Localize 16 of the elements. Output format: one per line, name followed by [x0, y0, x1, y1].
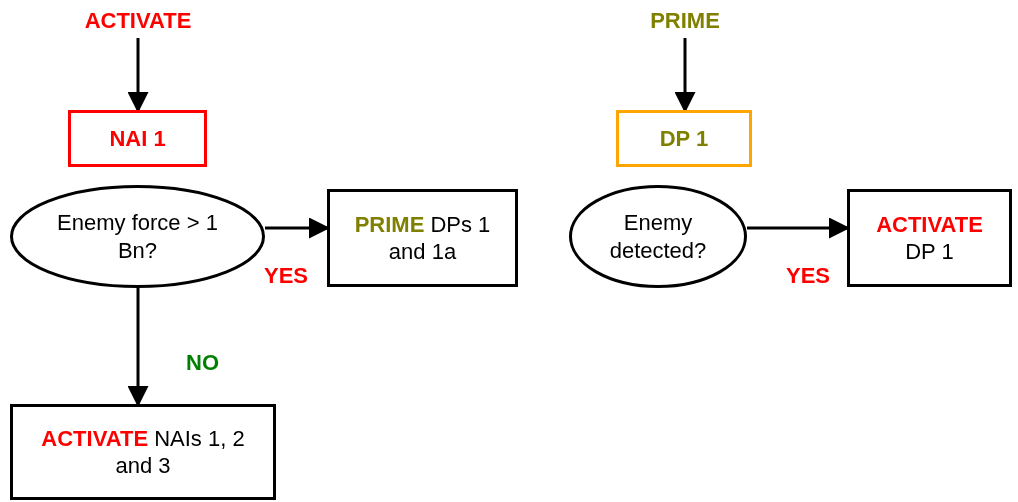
node-text: NAI 1: [109, 124, 166, 153]
node-text: ACTIVATE NAIs 1, 2 and 3: [40, 424, 246, 480]
process-box: [327, 189, 518, 287]
process-box: [10, 404, 276, 500]
node-text: PRIME DPs 1 and 1a: [353, 210, 492, 266]
node-text: Enemy force > 1 Bn?: [56, 209, 219, 264]
node-text: DP 1: [659, 124, 709, 153]
process-box: [847, 189, 1012, 287]
node-text: Enemy detected?: [608, 209, 708, 264]
decision-ellipse: [569, 185, 747, 288]
process-box: [616, 110, 752, 167]
node-text: PRIME: [650, 7, 720, 35]
node-text: ACTIVATE: [84, 7, 192, 35]
decision-ellipse: [10, 185, 265, 288]
node-text: ACTIVATE DP 1: [875, 210, 984, 266]
process-box: [68, 110, 207, 167]
